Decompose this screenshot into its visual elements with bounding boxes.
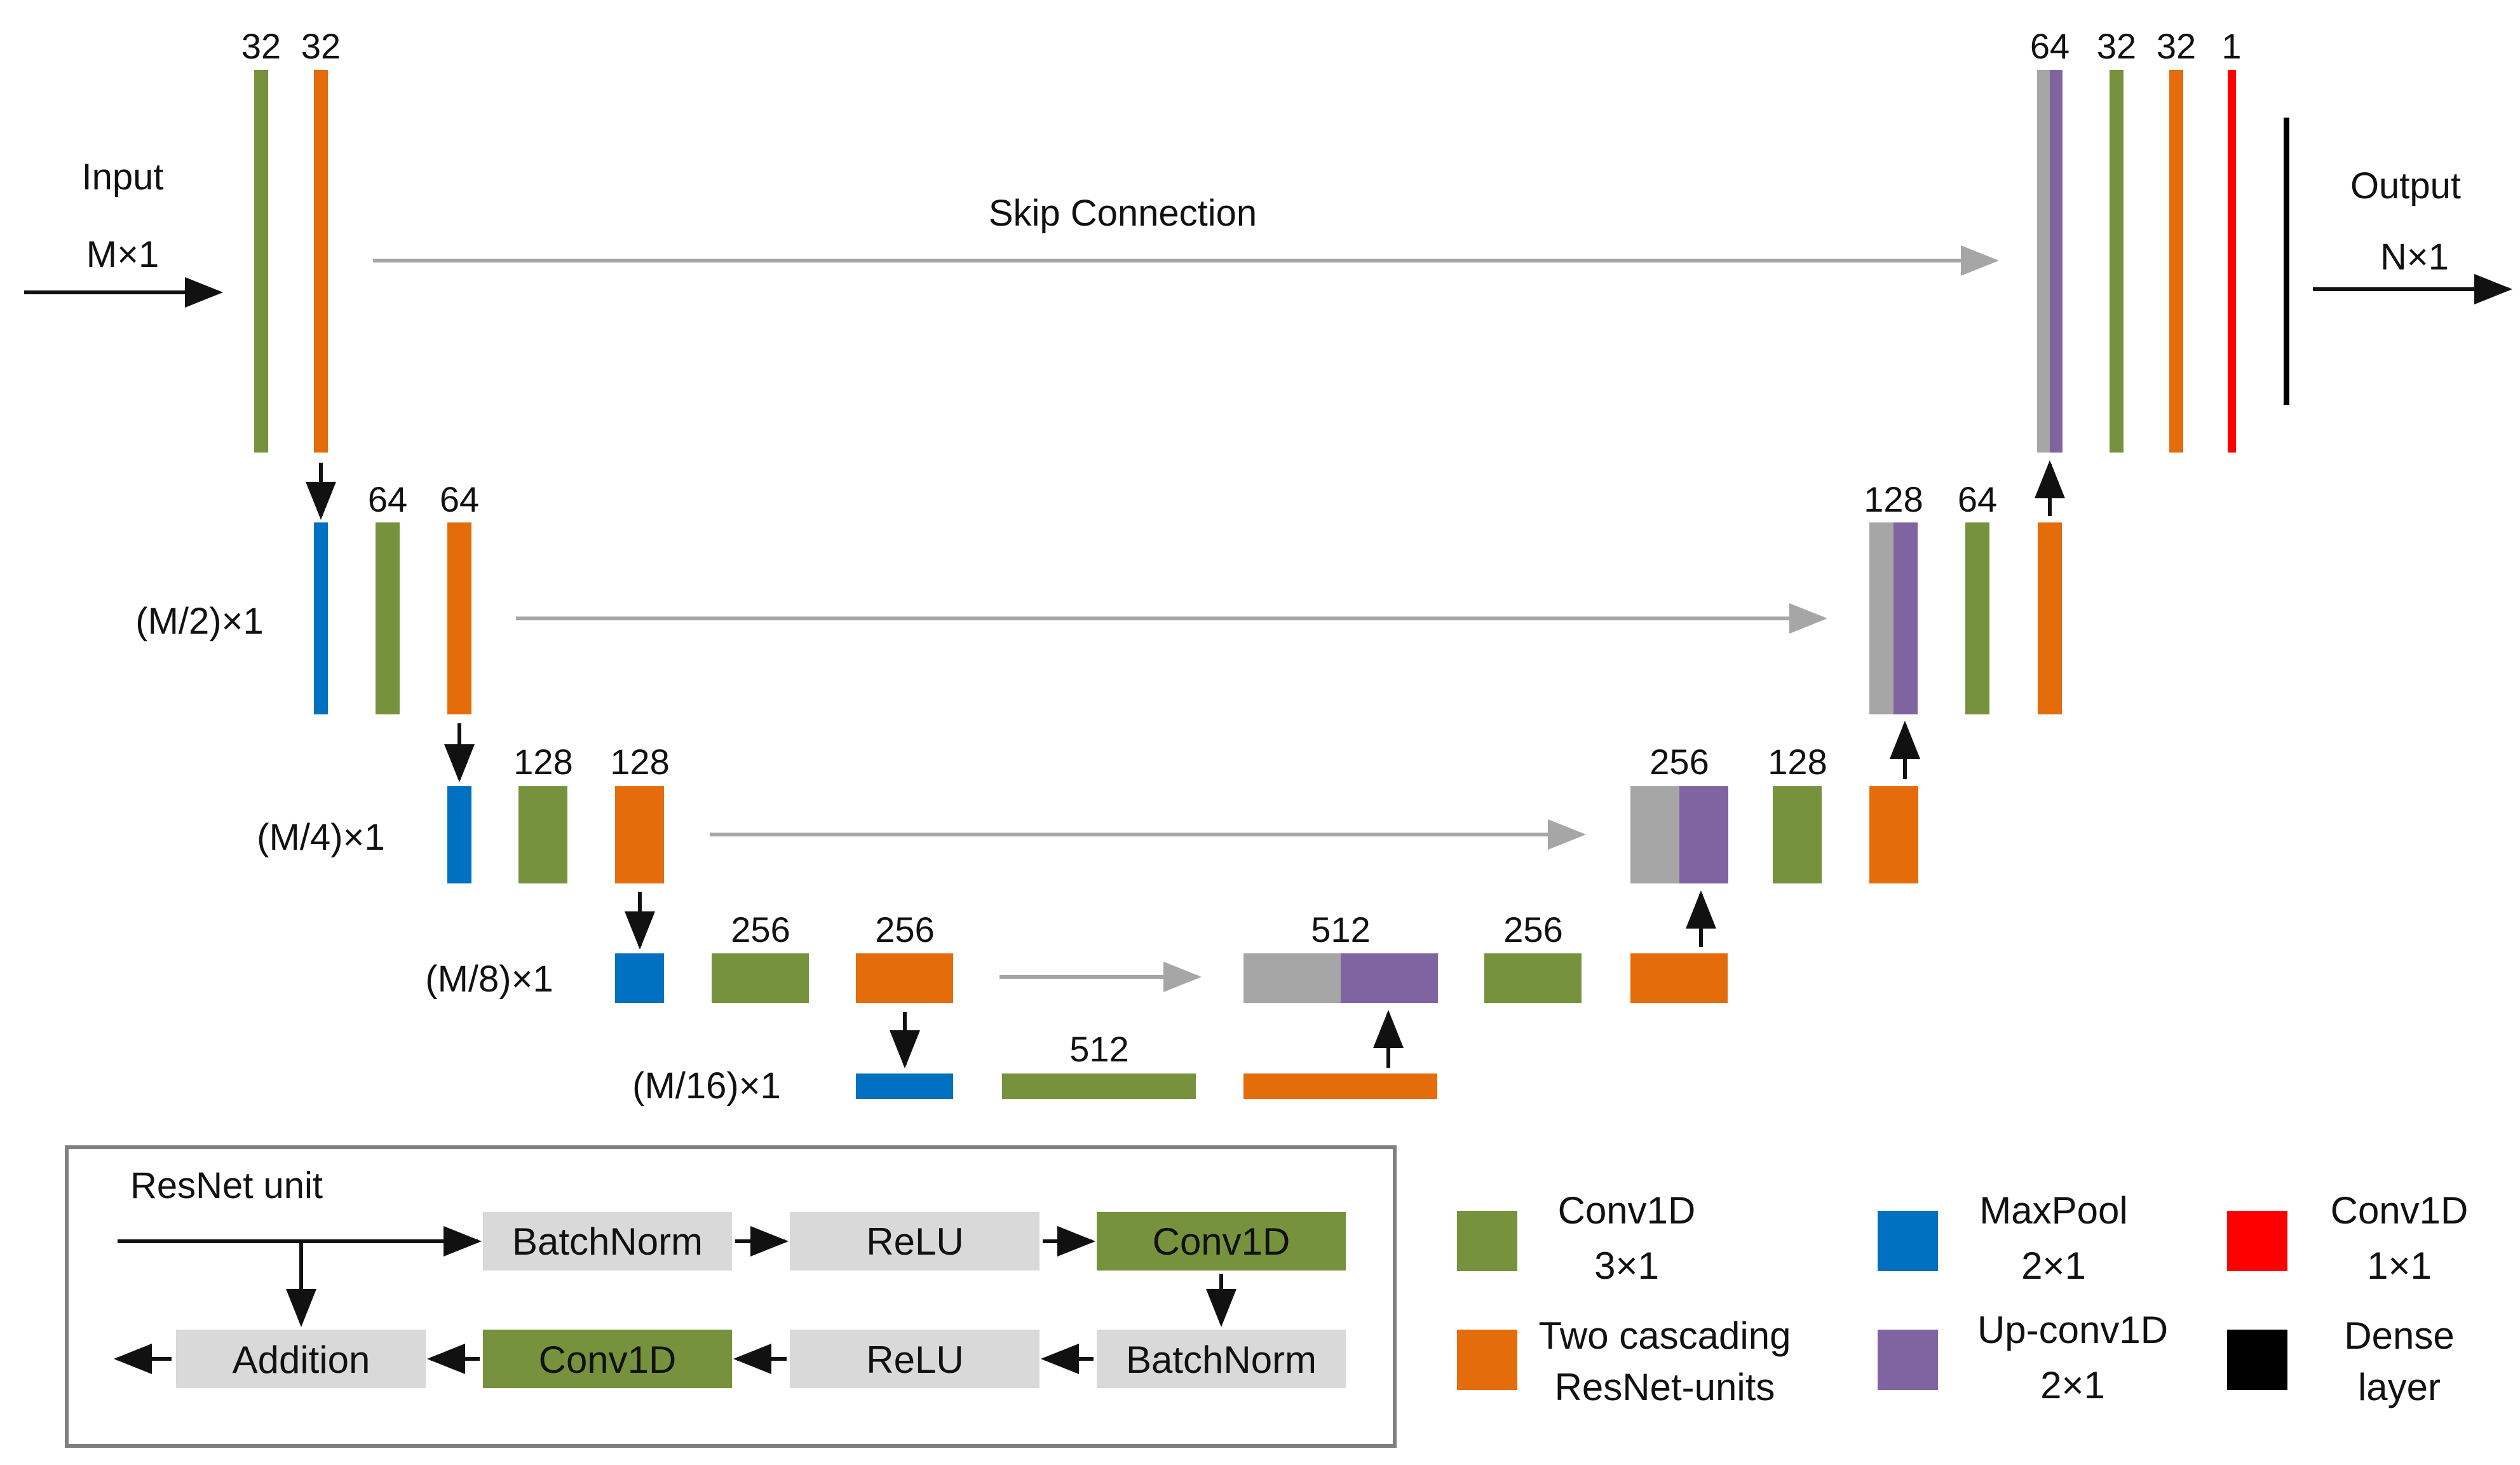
dec3-concat-channels: 256 [1650,742,1709,782]
dec4-upconv-bar [1341,953,1438,1003]
bottleneck-conv-bar [1002,1073,1196,1099]
level5-size-label: (M/16)×1 [632,1065,781,1107]
enc1-resnet-bar [314,70,328,453]
legend-conv1-line2: 1×1 [2367,1244,2432,1287]
resnet-relu-1-box [790,1212,1040,1271]
enc4-maxpool-bar [615,953,664,1003]
enc3-conv-bar [518,786,567,883]
resnet-conv-1-label: Conv1D [1153,1220,1290,1263]
enc4-resnet-bar [856,953,953,1003]
dec4-conv-bar [1484,953,1582,1003]
legend-resnet-swatch [1457,1330,1517,1390]
legend-conv1-line1: Conv1D [2331,1189,2469,1232]
resnet-relu-2-box [790,1330,1040,1388]
enc4-resnet-channels: 256 [875,910,934,950]
legend-upconv-swatch [1878,1330,1938,1390]
dec1-concat-channels: 64 [2030,26,2070,66]
dec4-resnet-bar [1630,953,1728,1003]
legend: Conv1D 3×1 Two cascading ResNet-units Ma… [1457,1189,2468,1408]
resnet-batchnorm-1-label: BatchNorm [512,1220,703,1263]
dec4-conv-channels: 256 [1503,910,1562,950]
enc1-conv-channels: 32 [241,26,281,66]
legend-dense-swatch [2227,1330,2287,1390]
resnet-conv-1-box [1097,1212,1346,1271]
dec3-conv-bar [1773,786,1822,883]
final-conv1x1-bar [2228,70,2236,453]
legend-maxpool-line1: MaxPool [1979,1189,2127,1232]
legend-conv3-line1: Conv1D [1558,1189,1696,1232]
dec1-resnet-bar [2169,70,2183,453]
resnet-addition-label: Addition [233,1339,370,1381]
dec2-upconv-bar [1893,522,1918,714]
enc2-resnet-bar [447,522,471,714]
dec2-conv-channels: 64 [1958,479,1997,519]
dec1-upconv-bar [2050,70,2063,453]
resnet-addition-box [176,1330,426,1388]
resnet-conv-2-box [483,1330,732,1388]
legend-conv3-swatch [1457,1211,1517,1271]
resnet-batchnorm-2-label: BatchNorm [1126,1339,1317,1381]
enc4-conv-channels: 256 [731,910,790,950]
skip-connection-label: Skip Connection [989,193,1257,234]
resnet-relu-2-label: ReLU [866,1339,963,1381]
input-label: Input [82,156,164,198]
resnet-unit-panel: ResNet unit BatchNorm ReLU Conv1D Additi… [65,1145,1397,1448]
legend-conv1-swatch [2227,1211,2287,1271]
enc2-maxpool-bar [314,522,328,714]
output-size-label: N×1 [2380,236,2449,278]
legend-upconv-line1: Up-conv1D [1977,1309,2168,1351]
dec1-conv-bar [2110,70,2124,453]
dec4-concat-channels: 512 [1311,910,1370,950]
dec3-upconv-bar [1679,786,1728,883]
legend-conv3-line2: 3×1 [1594,1244,1659,1287]
enc1-resnet-channels: 32 [301,26,341,66]
dec1-resnet-channels: 32 [2157,26,2196,66]
output-label: Output [2350,165,2461,207]
dense-layer-bar [2284,118,2289,405]
enc3-conv-channels: 128 [513,742,572,782]
resnet-conv-2-label: Conv1D [539,1339,677,1381]
enc3-resnet-bar [615,786,664,883]
dec3-skip-copy-bar [1630,786,1679,883]
resnet-batchnorm-1-box [483,1212,732,1271]
legend-resnet-line2: ResNet-units [1555,1366,1775,1408]
dec3-conv-channels: 128 [1768,742,1827,782]
enc4-conv-bar [712,953,809,1003]
dec4-skip-copy-bar [1243,953,1341,1003]
legend-dense-line2: layer [2358,1366,2441,1408]
legend-maxpool-swatch [1878,1211,1938,1271]
enc2-conv-bar [376,522,400,714]
dec2-skip-copy-bar [1869,522,1893,714]
resnet-unit-frame [65,1145,1397,1448]
enc3-maxpool-bar [447,786,471,883]
enc3-resnet-channels: 128 [610,742,669,782]
legend-dense-line1: Dense [2344,1314,2454,1357]
input-size-label: M×1 [86,234,159,275]
legend-maxpool-line2: 2×1 [2021,1244,2086,1287]
legend-upconv-line2: 2×1 [2040,1364,2105,1407]
dec2-conv-bar [1965,522,1989,714]
dec2-concat-channels: 128 [1864,479,1923,519]
level3-size-label: (M/4)×1 [257,817,384,858]
dec1-conv-channels: 32 [2097,26,2136,66]
dec3-resnet-bar [1869,786,1918,883]
resnet-unit-title: ResNet unit [130,1165,323,1206]
bottleneck-maxpool-bar [856,1073,953,1099]
resnet-relu-1-label: ReLU [866,1220,963,1263]
legend-resnet-line1: Two cascading [1539,1314,1791,1357]
enc2-conv-channels: 64 [368,479,407,519]
enc1-conv-bar [254,70,268,453]
resnet-batchnorm-2-box [1097,1330,1346,1388]
dec1-skip-copy-bar [2037,70,2050,453]
level2-size-label: (M/2)×1 [135,601,263,642]
enc2-resnet-channels: 64 [440,479,479,519]
level4-size-label: (M/8)×1 [425,958,553,1000]
final-conv-channels: 1 [2221,26,2241,66]
bottleneck-channels: 512 [1069,1029,1128,1069]
bottleneck-resnet-bar [1243,1073,1437,1099]
dec2-resnet-bar [2038,522,2062,714]
